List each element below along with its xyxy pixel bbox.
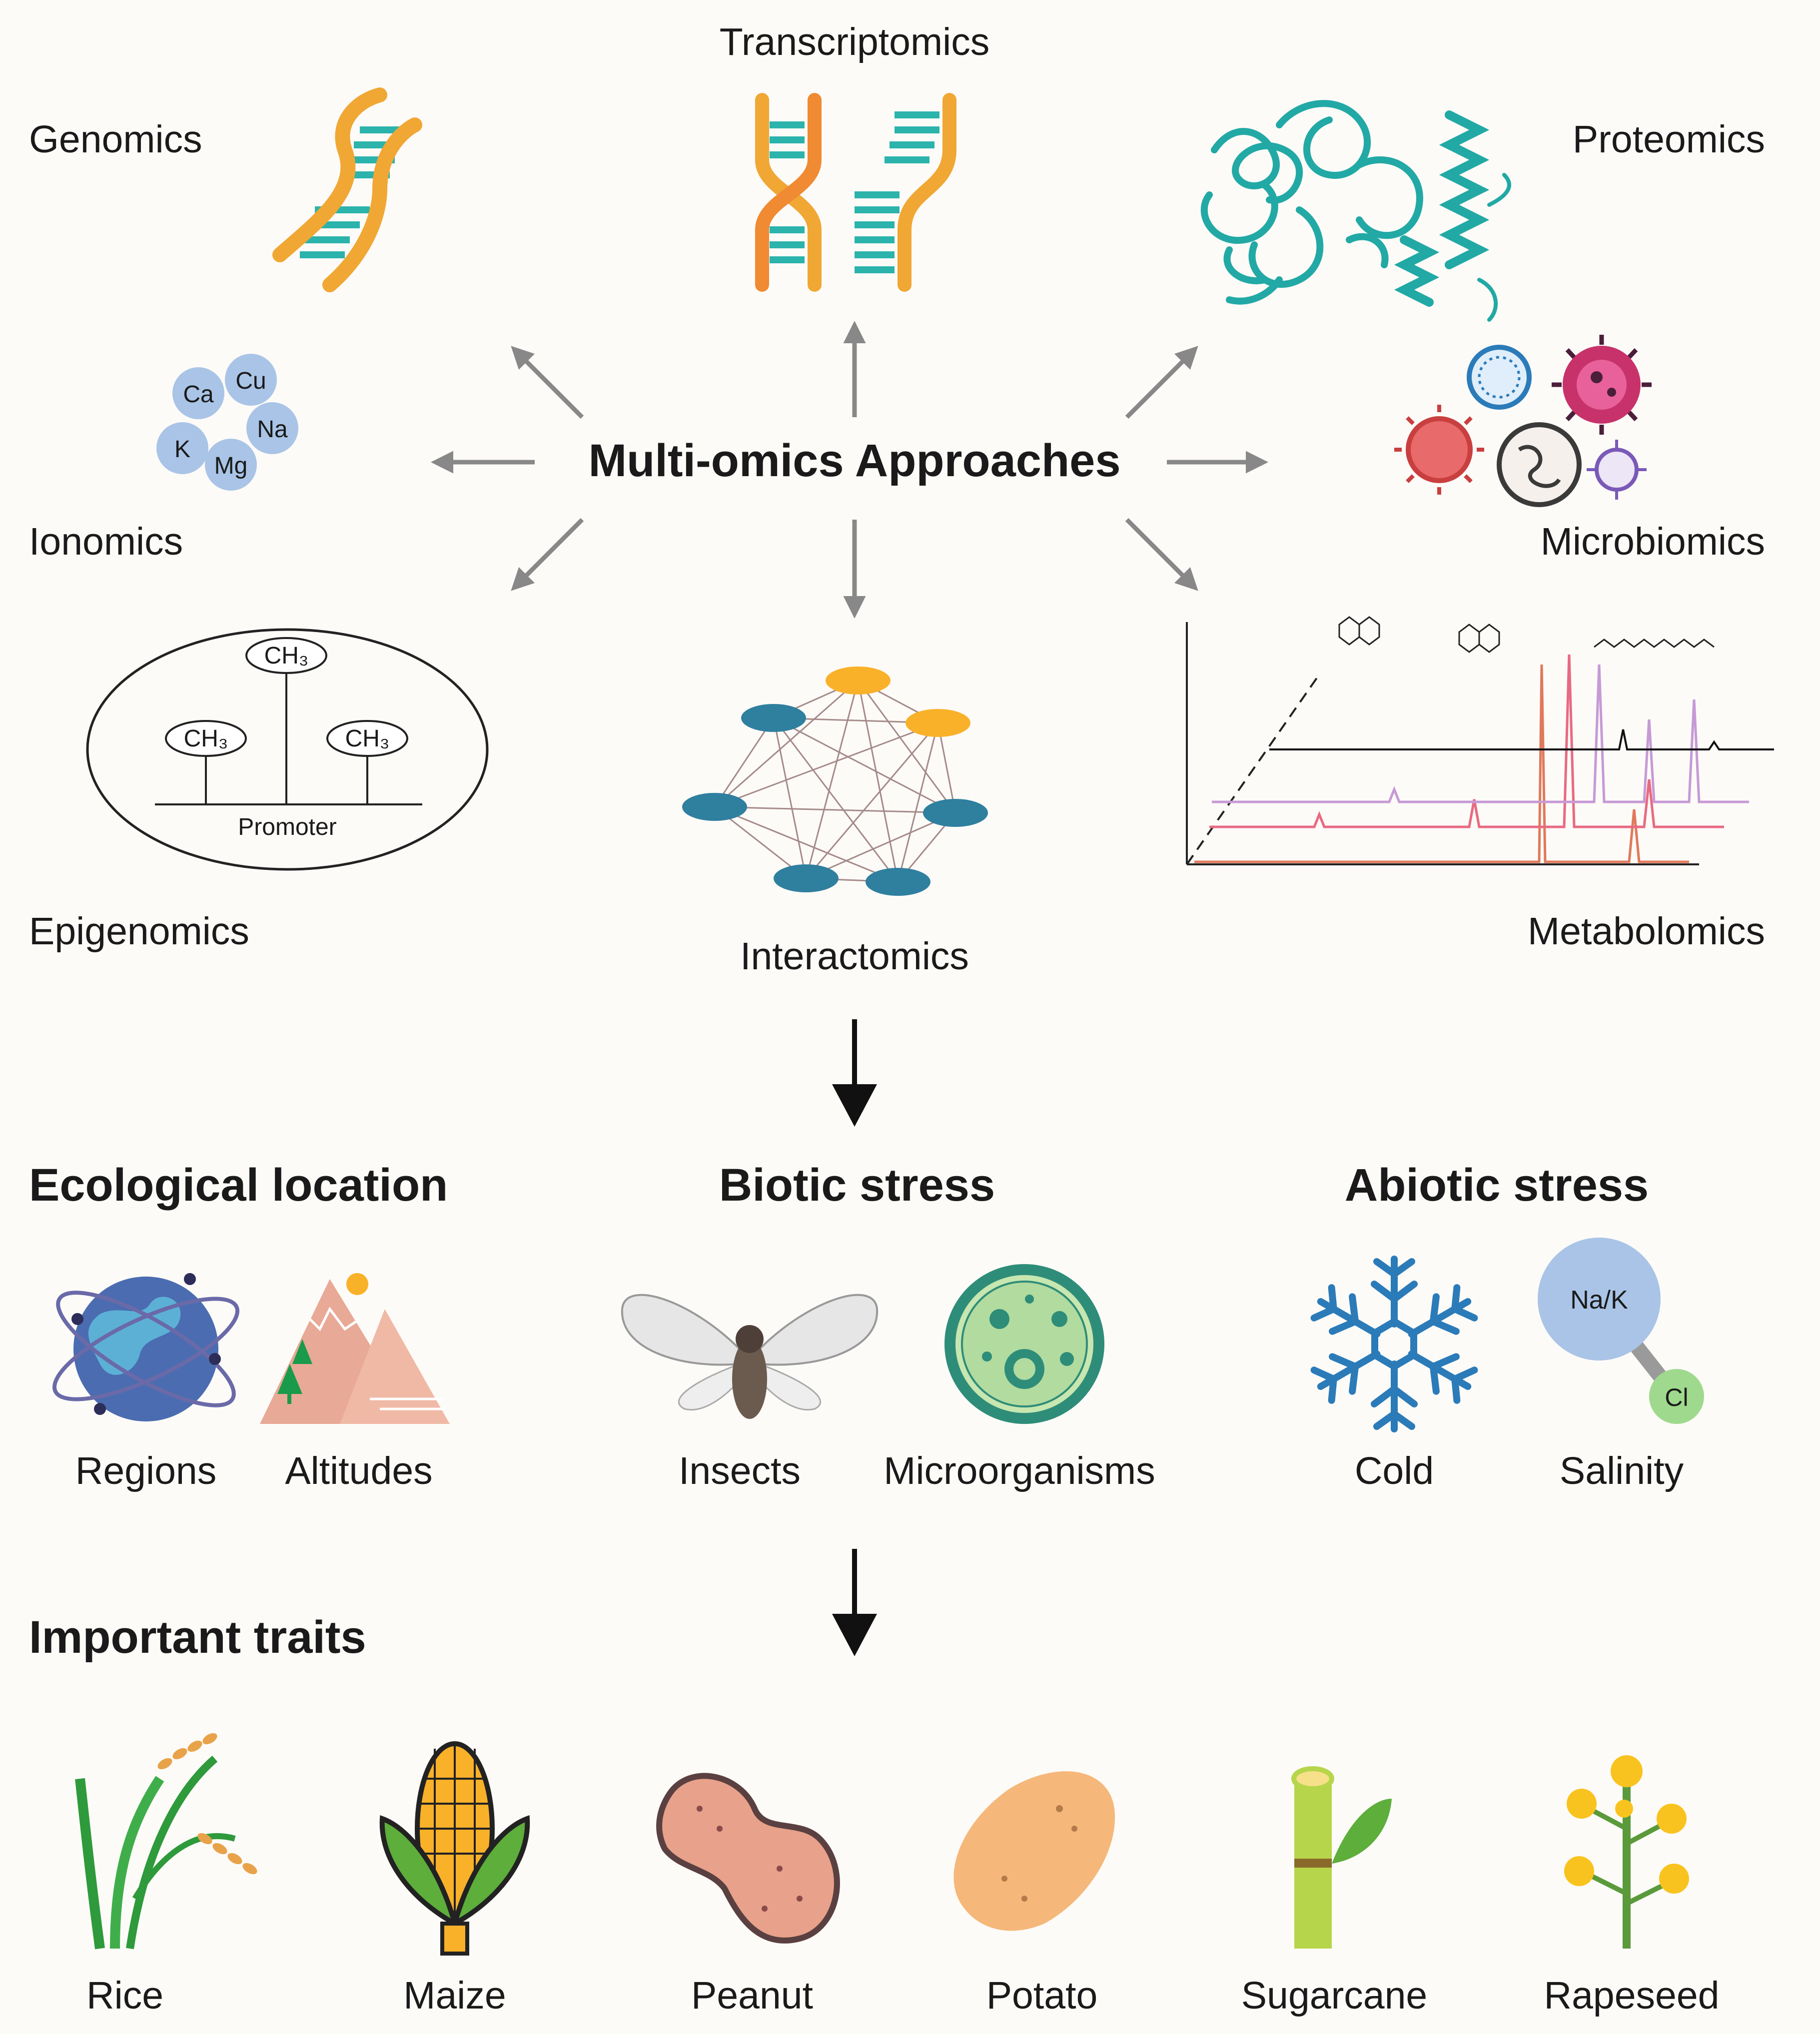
peanut-icon	[656, 1773, 840, 1944]
network-node	[741, 704, 806, 732]
ion-label: Na	[257, 416, 288, 443]
label-peanut: Peanut	[691, 1974, 814, 2017]
label-metabolomics: Metabolomics	[1527, 910, 1765, 953]
microbes-icon	[1394, 335, 1652, 507]
label-salinity: Salinity	[1559, 1449, 1684, 1492]
globe-icon	[52, 1273, 240, 1421]
protein-structure-icon	[1200, 100, 1511, 322]
salt-molecule-icon	[1538, 1238, 1704, 1424]
network-node	[774, 864, 839, 892]
ion-cu	[225, 354, 277, 406]
label-rapeseed: Rapeseed	[1544, 1974, 1720, 2017]
heading-abiotic: Abiotic stress	[1344, 1160, 1649, 1211]
petri-dish-icon	[944, 1264, 1104, 1424]
insect-icon	[621, 1294, 879, 1419]
rice-icon	[75, 1733, 257, 1950]
label-potato: Potato	[986, 1974, 1098, 2017]
network-node	[906, 709, 970, 737]
ion-ca	[172, 367, 224, 419]
ion-mg	[205, 439, 257, 491]
label-transcriptomics: Transcriptomics	[719, 20, 990, 63]
rapeseed-icon	[1564, 1755, 1689, 1949]
ion-label: Ca	[183, 381, 214, 408]
sugarcane-icon	[1291, 1766, 1392, 1949]
label-insects: Insects	[679, 1449, 801, 1492]
omics-arrows	[431, 321, 1268, 619]
ion-label: K	[174, 436, 191, 463]
label-altitudes: Altitudes	[285, 1449, 433, 1492]
ion-label: Mg	[214, 453, 248, 479]
maize-icon	[379, 1741, 530, 1956]
arrow-to-genomics	[511, 346, 584, 419]
heading-ecological: Ecological location	[29, 1160, 448, 1211]
label-regions: Regions	[75, 1449, 217, 1492]
arrow-to-metabolomics	[1125, 518, 1198, 591]
salt-cation-label: Na/K	[1570, 1286, 1628, 1315]
interaction-network	[682, 667, 988, 896]
heading-biotic: Biotic stress	[719, 1160, 995, 1211]
arrow-to-proteomics	[1125, 346, 1198, 419]
label-proteomics: Proteomics	[1572, 118, 1765, 161]
label-rice: Rice	[86, 1974, 164, 2017]
flow-arrows	[832, 1019, 877, 1656]
promoter-label: Promoter	[238, 814, 337, 840]
label-interactomics: Interactomics	[740, 935, 969, 978]
label-genomics: Genomics	[29, 118, 202, 161]
label-sugarcane: Sugarcane	[1241, 1974, 1428, 2017]
rna-icon	[755, 93, 956, 292]
center-title: Multi-omics Approaches	[588, 435, 1121, 486]
network-node	[923, 799, 988, 827]
label-epigenomics: Epigenomics	[29, 910, 249, 953]
label-cold: Cold	[1354, 1449, 1434, 1492]
label-maize: Maize	[403, 1974, 506, 2017]
chlorine-atom	[1649, 1369, 1704, 1424]
snowflake-icon	[1311, 1256, 1478, 1429]
network-node	[682, 793, 747, 821]
ion-label: Cu	[235, 368, 266, 394]
heading-traits: Important traits	[29, 1612, 366, 1663]
network-node	[866, 868, 930, 896]
potato-icon	[953, 1771, 1115, 1931]
label-microorganisms: Microorganisms	[884, 1449, 1155, 1492]
methyl-label: CH₃	[264, 643, 309, 669]
dna-icon	[272, 87, 422, 292]
arrow-to-epigenomics	[511, 518, 584, 591]
sodium-atom	[1538, 1238, 1661, 1360]
metabolite-spectrum	[1186, 616, 1774, 865]
methyl-label: CH₃	[183, 725, 228, 752]
salt-anion-label: Cl	[1665, 1383, 1689, 1411]
mountains-icon	[260, 1273, 450, 1424]
ion-na	[246, 402, 298, 454]
methyl-label: CH₃	[345, 725, 390, 752]
ion-k	[156, 422, 208, 474]
label-ionomics: Ionomics	[29, 520, 183, 563]
network-node	[826, 667, 891, 694]
label-microbiomics: Microbiomics	[1540, 520, 1765, 563]
methylation-diagram	[86, 628, 489, 871]
ion-bubbles	[156, 354, 298, 491]
